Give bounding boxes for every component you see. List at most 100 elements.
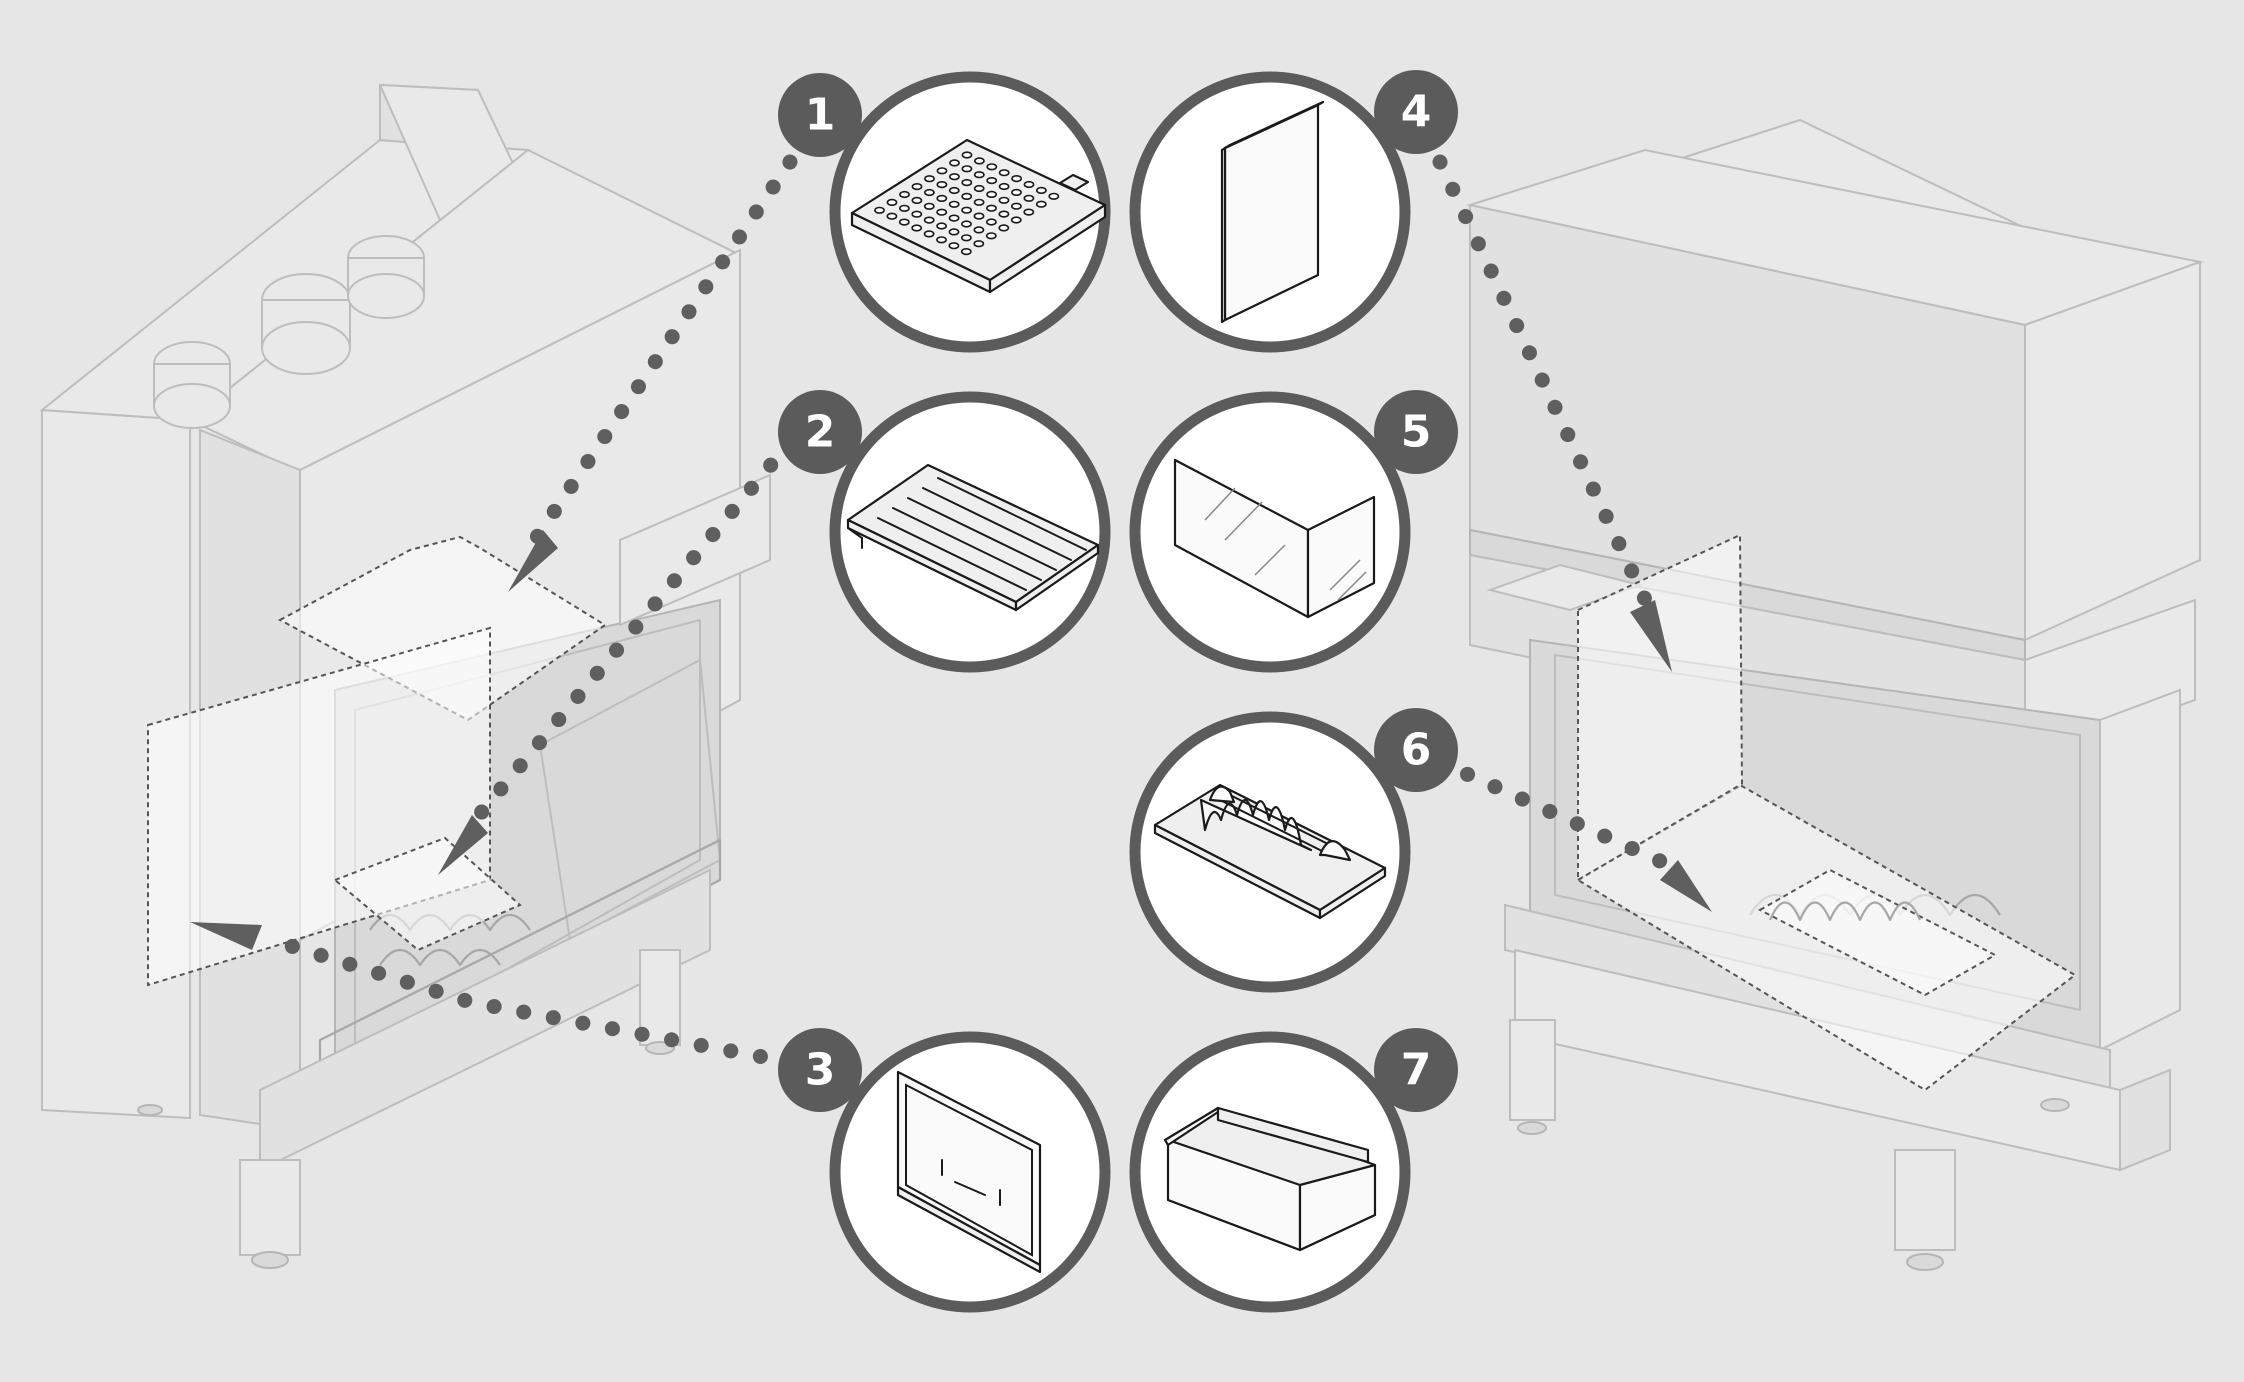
arrow-3 [190, 922, 262, 950]
plate-hole [948, 186, 960, 195]
plate-hole [948, 242, 960, 250]
plate-hole [1036, 186, 1047, 194]
callout-number: 5 [1401, 407, 1432, 458]
ghost-log-holder [1757, 868, 1998, 997]
right-ghost-parts [1576, 533, 2077, 1092]
plate-hole [998, 224, 1010, 232]
flue-collar-icon [153, 235, 425, 429]
log-holder-tray-icon [1153, 783, 1387, 920]
plate-hole [886, 198, 898, 206]
plate-hole [948, 228, 960, 236]
callout-number: 4 [1401, 87, 1432, 138]
plate-hole [973, 212, 985, 220]
leader-3 [257, 930, 798, 1070]
ash-pan-icon [1163, 1106, 1377, 1252]
plate-hole [936, 222, 947, 230]
slotted-grate-icon [846, 463, 1100, 612]
arrow-2 [438, 815, 488, 875]
callout-7: 7 [1129, 1028, 1458, 1313]
plate-hole [974, 157, 985, 165]
plate-hole [936, 181, 948, 189]
plate-hole [911, 183, 923, 191]
plate-hole [986, 218, 997, 226]
callout-number: 6 [1401, 725, 1432, 776]
ghost-grate [333, 836, 522, 952]
plate-hole [1048, 192, 1060, 200]
left-ghost-parts [147, 535, 607, 987]
plate-hole [986, 177, 998, 185]
plate-hole [973, 240, 985, 248]
plate-hole [1035, 200, 1047, 208]
arrow-6 [1660, 860, 1712, 912]
vertical-board-icon [1220, 100, 1325, 324]
ghost-vertical-board [1577, 533, 1744, 882]
plate-hole [961, 179, 973, 187]
arrow-1 [508, 530, 558, 592]
plate-hole [986, 163, 998, 171]
plate-hole [936, 208, 948, 216]
plate-hole [936, 167, 948, 175]
plate-hole [973, 171, 985, 179]
plate-hole [961, 234, 972, 242]
leader-lines [190, 154, 1712, 1070]
callout-4: 4 [1129, 70, 1458, 353]
plate-hole [973, 226, 985, 234]
plate-hole [1011, 175, 1022, 183]
leader-4 [1432, 154, 1658, 618]
plate-hole [924, 175, 935, 183]
callout-5: 5 [1129, 390, 1458, 673]
callout-number: 1 [805, 90, 836, 141]
plate-hole [923, 230, 935, 238]
leader-2 [467, 434, 798, 828]
flat-panel-icon [896, 1070, 1042, 1274]
plate-hole [998, 182, 1010, 191]
callout-3: 3 [778, 1028, 1111, 1313]
plate-hole [973, 198, 985, 206]
callout-1: 1 [778, 71, 1111, 353]
plate-hole [973, 184, 985, 193]
corner-glass-icon [1173, 458, 1376, 619]
plate-hole [961, 151, 973, 159]
callout-6: 6 [1129, 708, 1458, 993]
plate-hole [936, 194, 948, 202]
plate-hole [961, 192, 973, 200]
plate-hole [886, 212, 898, 220]
plate-hole [998, 196, 1010, 204]
plate-hole [899, 190, 910, 199]
plate-hole [1023, 180, 1035, 189]
plate-hole [998, 210, 1010, 218]
plate-hole [961, 165, 973, 173]
plate-hole [923, 202, 935, 210]
plate-hole [874, 206, 885, 214]
plate-hole [986, 204, 997, 212]
plate-hole [986, 190, 997, 198]
callout-number: 3 [805, 1045, 836, 1096]
callout-number: 2 [805, 407, 836, 458]
plate-hole [961, 220, 972, 228]
plate-hole [911, 196, 923, 204]
plate-hole [1011, 188, 1022, 196]
plate-hole [960, 248, 972, 256]
plate-hole [949, 173, 960, 181]
perforated-plate-icon [850, 138, 1107, 294]
plate-hole [961, 206, 972, 214]
plate-hole [948, 214, 960, 222]
plate-hole [936, 236, 947, 244]
plate-hole [924, 188, 935, 197]
plate-hole [1011, 202, 1022, 210]
plate-hole [948, 200, 960, 208]
plate-hole [998, 169, 1010, 177]
plate-hole [1023, 194, 1035, 202]
callout-number: 7 [1401, 1045, 1432, 1096]
arrow-4 [1630, 600, 1672, 672]
plate-hole [1023, 208, 1035, 216]
plate-hole [985, 232, 997, 240]
plate-hole [899, 204, 910, 212]
callout-2: 2 [778, 390, 1111, 673]
plate-hole [923, 216, 935, 224]
plate-hole [911, 224, 923, 232]
plate-hole [911, 210, 923, 218]
plate-hole [898, 218, 910, 226]
plate-hole [1010, 216, 1022, 224]
